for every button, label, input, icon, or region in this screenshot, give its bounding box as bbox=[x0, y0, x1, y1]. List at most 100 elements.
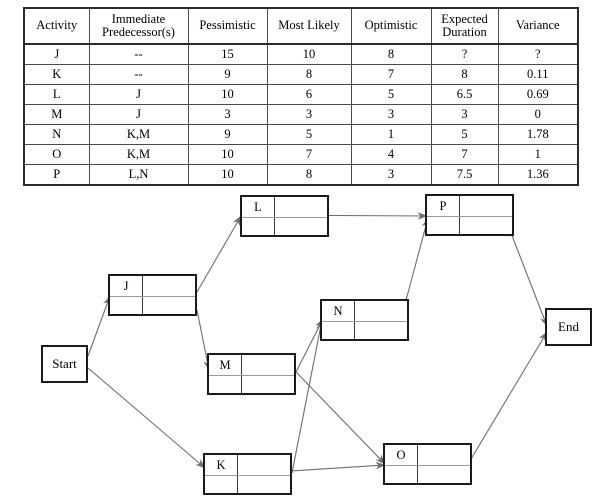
node-k-column-divider bbox=[237, 455, 238, 493]
cell-pessimistic: 10 bbox=[187, 84, 268, 105]
node-p-label: P bbox=[439, 199, 447, 213]
cell-optimistic: 4 bbox=[350, 144, 432, 165]
node-l[interactable]: L bbox=[240, 195, 329, 237]
cell-variance: 1.78 bbox=[497, 124, 579, 145]
node-m-label: M bbox=[219, 358, 231, 372]
cell-optimistic: 1 bbox=[350, 124, 432, 145]
cell-expected_duration: 6.5 bbox=[430, 84, 499, 105]
node-p[interactable]: P bbox=[425, 194, 514, 236]
cell-activity: P bbox=[23, 164, 90, 186]
cell-predecessors: -- bbox=[88, 43, 189, 65]
edge-k-to-n bbox=[291, 319, 324, 474]
cell-expected_duration: 5 bbox=[430, 124, 499, 145]
col-header-optimistic: Optimistic bbox=[350, 7, 432, 45]
node-p-row-divider bbox=[427, 216, 512, 217]
cell-variance: 1 bbox=[497, 144, 579, 165]
cell-most_likely: 6 bbox=[266, 84, 352, 105]
pert-table-container: Activity Immediate Predecessor(s) Pessim… bbox=[23, 7, 579, 186]
node-n-label: N bbox=[333, 304, 343, 318]
cell-activity: O bbox=[23, 144, 90, 165]
cell-expected_duration: 3 bbox=[430, 104, 499, 125]
cell-variance: 0.11 bbox=[497, 64, 579, 85]
node-o-label: O bbox=[396, 448, 406, 462]
node-n[interactable]: N bbox=[320, 299, 409, 341]
col-header-expected-line2: Duration bbox=[442, 25, 487, 39]
node-n-row-divider bbox=[322, 321, 407, 322]
col-header-expected-duration: Expected Duration bbox=[430, 7, 499, 45]
col-header-activity: Activity bbox=[23, 7, 90, 45]
cell-optimistic: 7 bbox=[350, 64, 432, 85]
table-header-row: Activity Immediate Predecessor(s) Pessim… bbox=[23, 7, 579, 45]
cell-most_likely: 3 bbox=[266, 104, 352, 125]
cell-expected_duration: 7.5 bbox=[430, 164, 499, 186]
node-o-column-divider bbox=[417, 445, 418, 483]
node-o[interactable]: O bbox=[383, 443, 472, 485]
node-j-label: J bbox=[123, 279, 129, 293]
edge-p-to-end bbox=[510, 232, 548, 327]
cell-optimistic: 8 bbox=[350, 43, 432, 65]
col-header-predecessors: Immediate Predecessor(s) bbox=[88, 7, 189, 45]
node-start[interactable]: Start bbox=[41, 345, 88, 383]
cell-activity: J bbox=[23, 43, 90, 65]
cell-predecessors: L,N bbox=[88, 164, 189, 186]
col-header-predecessors-line2: Predecessor(s) bbox=[102, 25, 175, 39]
col-header-most-likely: Most Likely bbox=[266, 7, 352, 45]
cell-predecessors: J bbox=[88, 84, 189, 105]
node-n-column-divider bbox=[354, 301, 355, 339]
cell-pessimistic: 9 bbox=[187, 124, 268, 145]
edge-n-to-p bbox=[404, 217, 430, 305]
cell-predecessors: K,M bbox=[88, 124, 189, 145]
edge-m-to-o bbox=[295, 371, 386, 465]
cell-most_likely: 8 bbox=[266, 64, 352, 85]
edge-start-to-j bbox=[87, 295, 111, 357]
node-end-label: End bbox=[558, 319, 579, 334]
node-j[interactable]: J bbox=[108, 274, 197, 316]
cell-variance: ? bbox=[497, 43, 579, 65]
node-m[interactable]: M bbox=[207, 353, 296, 395]
cell-activity: L bbox=[23, 84, 90, 105]
edge-o-to-end bbox=[467, 331, 548, 465]
node-l-label: L bbox=[254, 200, 262, 214]
cell-predecessors: K,M bbox=[88, 144, 189, 165]
node-end[interactable]: End bbox=[545, 308, 592, 346]
node-m-column-divider bbox=[241, 355, 242, 393]
node-o-row-divider bbox=[385, 465, 470, 466]
node-k-label: K bbox=[216, 458, 226, 472]
node-p-column-divider bbox=[459, 196, 460, 234]
node-l-column-divider bbox=[274, 197, 275, 235]
cell-activity: M bbox=[23, 104, 90, 125]
cell-variance: 1.36 bbox=[497, 164, 579, 186]
col-header-variance: Variance bbox=[497, 7, 579, 45]
cell-most_likely: 5 bbox=[266, 124, 352, 145]
cell-most_likely: 10 bbox=[266, 43, 352, 65]
cell-activity: N bbox=[23, 124, 90, 145]
cell-pessimistic: 9 bbox=[187, 64, 268, 85]
cell-variance: 0 bbox=[497, 104, 579, 125]
node-k-row-divider bbox=[205, 475, 290, 476]
col-header-predecessors-line1: Immediate bbox=[111, 11, 166, 26]
col-header-expected-line1: Expected bbox=[441, 11, 488, 26]
node-j-column-divider bbox=[142, 276, 143, 314]
cell-expected_duration: ? bbox=[430, 43, 499, 65]
cell-optimistic: 5 bbox=[350, 84, 432, 105]
edge-j-to-l bbox=[196, 215, 242, 293]
edge-start-to-k bbox=[87, 367, 206, 469]
edge-m-to-n bbox=[295, 318, 324, 373]
node-k[interactable]: K bbox=[203, 453, 292, 495]
cell-pessimistic: 10 bbox=[187, 144, 268, 165]
cell-expected_duration: 7 bbox=[430, 144, 499, 165]
node-j-row-divider bbox=[110, 296, 195, 297]
cell-optimistic: 3 bbox=[350, 104, 432, 125]
cell-pessimistic: 3 bbox=[187, 104, 268, 125]
node-start-label: Start bbox=[52, 356, 77, 371]
cell-activity: K bbox=[23, 64, 90, 85]
pert-activity-table: Activity Immediate Predecessor(s) Pessim… bbox=[23, 7, 579, 186]
